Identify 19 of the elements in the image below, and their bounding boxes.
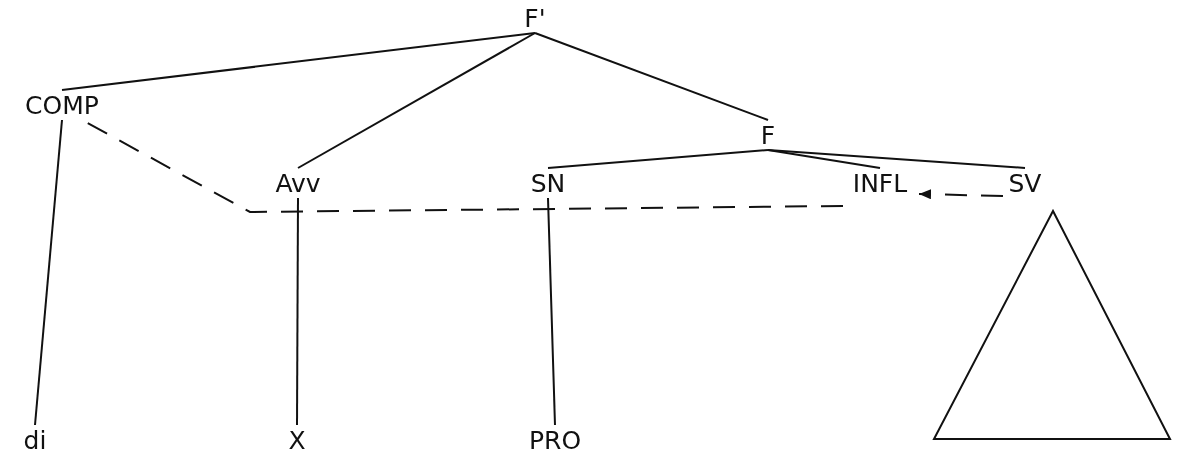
tree-node-label: PRO [528, 427, 582, 453]
tree-branch-line [547, 149, 769, 169]
tree-node-label: COMP [25, 92, 99, 118]
tree-node-label: X [288, 427, 306, 453]
tree-node-label: INFL [852, 170, 908, 196]
tree-node-label: SV [1008, 170, 1042, 196]
tree-branch-line [297, 32, 536, 169]
tree-branch-line [34, 119, 63, 426]
tree-branch-line [547, 197, 556, 426]
tree-branch-line [767, 149, 1026, 169]
dashed-arrow [918, 189, 1004, 200]
tree-branch-line [296, 197, 299, 426]
tree-branch-line [61, 32, 536, 91]
tree-node-label: Avv [275, 170, 321, 196]
tree-branch-line [534, 32, 769, 121]
tree-node-label: di [23, 427, 47, 453]
tree-node-label: F' [524, 5, 546, 31]
tree-node-label: SN [530, 170, 566, 196]
tree-node-label: F [760, 122, 776, 148]
